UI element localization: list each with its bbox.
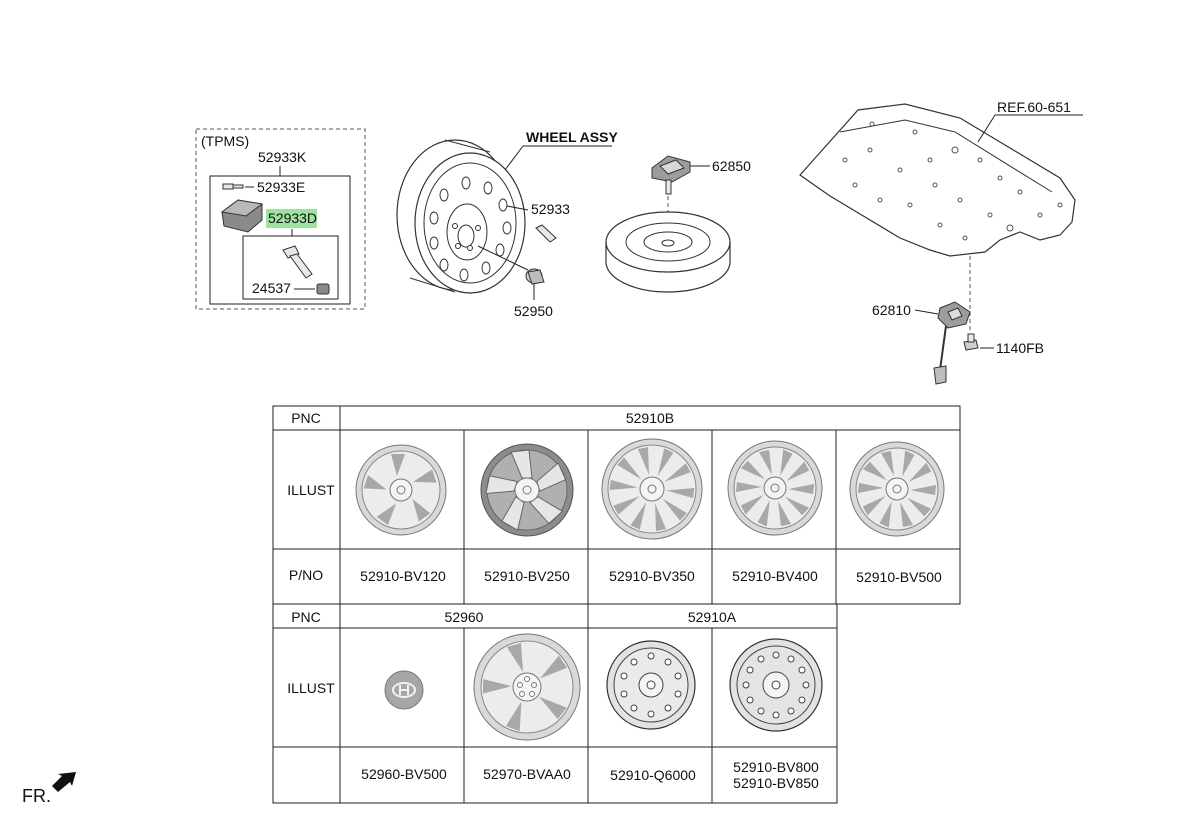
tpms-group: (TPMS) 52933K 52933E 52933D 24537 <box>195 128 366 310</box>
illust-header: ILLUST <box>287 680 335 696</box>
part-number-cell[interactable]: 52910-BV250 <box>484 568 570 584</box>
front-arrow-icon <box>52 772 76 792</box>
alloy-wheel-icon[interactable] <box>480 443 574 537</box>
part-number-cell[interactable]: 52910-Q6000 <box>610 767 696 783</box>
valve-screw-icon <box>222 183 244 190</box>
wheel-valve-icon <box>535 224 557 243</box>
part-label-52933E[interactable]: 52933E <box>257 179 305 195</box>
lug-nut-icon <box>525 268 545 285</box>
part-label-52933K[interactable]: 52933K <box>258 149 307 165</box>
part-number-cell[interactable]: 52970-BVAA0 <box>483 766 571 782</box>
wheel-assembly: WHEEL ASSY 52933 <box>396 129 618 319</box>
alloy-wheel-icon[interactable] <box>473 633 581 741</box>
part-label-52933D[interactable]: 52933D <box>268 210 317 226</box>
part-number-cell[interactable]: 52910-BV800 <box>733 759 819 775</box>
pno-header: P/NO <box>289 567 323 583</box>
alloy-wheel-icon[interactable] <box>849 441 945 537</box>
part-label-62810[interactable]: 62810 <box>872 302 911 318</box>
steel-wheel-icon <box>396 139 526 294</box>
highlight-52933D <box>266 209 317 228</box>
tpms-dashed-box <box>195 128 366 310</box>
part-label-52933[interactable]: 52933 <box>531 201 570 217</box>
pnc-header: PNC <box>291 609 321 625</box>
flange-bolt-icon <box>963 333 979 351</box>
floor-panel-group: REF.60-651 62810 1140FB <box>799 99 1083 385</box>
floor-panel-icon <box>799 103 1076 257</box>
wheel-assy-label: WHEEL ASSY <box>526 129 618 145</box>
steel-wheel-icon[interactable] <box>606 640 696 730</box>
pnc-value-52910B[interactable]: 52910B <box>626 410 674 426</box>
part-number-cell[interactable]: 52960-BV500 <box>361 766 447 782</box>
part-label-62850[interactable]: 62850 <box>712 158 751 174</box>
part-number-cell[interactable]: 52910-BV850 <box>733 775 819 791</box>
part-label-1140FB[interactable]: 1140FB <box>996 340 1044 356</box>
jack-bracket-icon <box>933 301 971 385</box>
front-direction-indicator: FR. <box>22 772 76 806</box>
tpms-valve-box <box>242 235 339 300</box>
tpms-sensor-icon <box>220 199 264 233</box>
spare-tire-icon <box>605 211 731 293</box>
table-52960-52910A: PNC 52960 52910A ILLUST 52960-BV500 5297… <box>272 603 838 804</box>
spare-tire-group: 62850 <box>605 155 751 293</box>
ref-label[interactable]: REF.60-651 <box>997 99 1071 115</box>
illust-header: ILLUST <box>287 482 335 498</box>
alloy-wheel-icon[interactable] <box>601 438 703 540</box>
pnc-value-52960[interactable]: 52960 <box>445 609 484 625</box>
pnc-value-52910A[interactable]: 52910A <box>688 609 737 625</box>
part-number-cell[interactable]: 52910-BV350 <box>609 568 695 584</box>
hub-cap-emblem-icon[interactable] <box>384 670 424 710</box>
valve-cap-icon <box>316 283 330 295</box>
steel-wheel-icon[interactable] <box>729 638 823 732</box>
pnc-header: PNC <box>291 410 321 426</box>
tpms-inner-box <box>209 175 351 305</box>
part-number-cell[interactable]: 52910-BV500 <box>856 569 942 585</box>
alloy-wheel-icon[interactable] <box>727 440 823 536</box>
part-label-24537[interactable]: 24537 <box>252 280 291 296</box>
part-number-cell[interactable]: 52910-BV400 <box>732 568 818 584</box>
alloy-wheel-icon[interactable] <box>355 444 447 536</box>
part-label-52950[interactable]: 52950 <box>514 303 553 319</box>
front-label: FR. <box>22 786 51 806</box>
tpms-label: (TPMS) <box>201 133 249 149</box>
hold-down-bolt-icon <box>651 155 691 195</box>
table-52910B: PNC 52910B ILLUST P/NO 52910-BV120 52910… <box>272 405 961 605</box>
part-number-cell[interactable]: 52910-BV120 <box>360 568 446 584</box>
valve-stem-icon <box>282 245 313 279</box>
